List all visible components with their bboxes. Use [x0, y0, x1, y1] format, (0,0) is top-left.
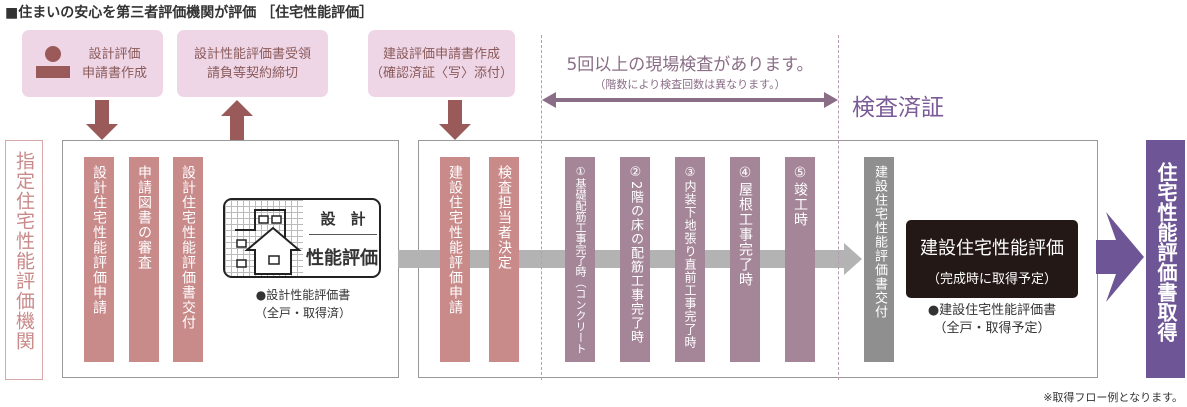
inspection-step: ⑤竣工時 [785, 157, 815, 362]
box-line1: 建設評価申請書作成 [382, 46, 500, 62]
inspection-note: 5回以上の現場検査があります。 [566, 55, 814, 75]
logo-top-text: 設 計 [309, 208, 377, 235]
caption-line1: ●建設住宅性能評価書 [927, 303, 1057, 318]
step-design-application-box: 設計評価申請書作成 [22, 30, 163, 97]
inspection-subnote: （階数により検査回数は異なります。） [594, 78, 786, 91]
caption-line2: （全戸・取得済） [254, 306, 351, 320]
down-arrow-icon [439, 100, 471, 140]
construction-step: 建設住宅性能評価申請 [440, 157, 470, 362]
design-step: 設計住宅性能評価書交付 [173, 157, 203, 362]
inspection-range-divider [541, 35, 542, 380]
issue-step: 建設住宅性能評価書交付 [864, 157, 894, 362]
step-construction-application-box: 建設評価申請書作成 （確認済証〈写〉添付） [368, 30, 515, 97]
certificate-label: 検査済証 [852, 95, 944, 121]
box-line2: （確認済証〈写〉添付） [369, 65, 513, 81]
box-line1: 設計評価 [88, 46, 141, 62]
box-line1: 設計性能評価書受領 [193, 46, 311, 62]
final-step: 住宅性能評価書取得 [1146, 140, 1185, 378]
box-line2: 請負等契約締切 [206, 65, 298, 81]
design-performance-logo: 設 計 性能評価 [223, 198, 381, 278]
inspection-step: ④屋根工事完了時 [730, 157, 760, 362]
design-step: 申請図書の審査 [129, 157, 159, 362]
page-title: ■住まいの安心を第三者評価機関が評価 ［住宅性能評価］ [5, 5, 374, 21]
inspection-step: ①基礎配筋工事完了時（コンクリート打設前） [544, 157, 595, 362]
double-arrow-icon [542, 92, 838, 108]
result-doc-caption: ●建設住宅性能評価書 （全戸・取得予定） [906, 302, 1078, 338]
up-arrow-icon [221, 100, 253, 140]
logo-bottom-text: 性能評価 [306, 248, 378, 269]
house-grid-icon [225, 200, 303, 276]
result-box: 建設住宅性能評価 （完成時に取得予定） [906, 220, 1078, 298]
footnote: ※取得フロー例となります。 [1043, 391, 1183, 404]
agency-label: 指定住宅性能評価機関 [5, 140, 43, 380]
box-line2: 申請書作成 [81, 65, 147, 81]
step-contract-box: 設計性能評価書受領請負等契約締切 [177, 30, 328, 97]
caption-line1: ●設計性能評価書 [255, 288, 351, 302]
inspection-step: ②2階の床の配筋工事完了時 [620, 157, 650, 362]
flow-arrowhead-icon [844, 243, 862, 275]
construction-step: 検査担当者決定 [489, 157, 519, 362]
result-title: 建設住宅性能評価 [920, 238, 1064, 259]
inspection-range-divider [838, 35, 839, 380]
design-doc-caption: ●設計性能評価書 （全戸・取得済） [218, 286, 388, 322]
inspection-step: ③内装下地張り直前工事完了時 [675, 157, 705, 362]
result-sub: （完成時に取得予定） [926, 272, 1057, 287]
person-icon [36, 46, 70, 82]
caption-line2: （全戸・取得予定） [933, 321, 1051, 336]
purple-arrow-icon [1096, 212, 1144, 302]
down-arrow-icon [86, 100, 118, 140]
design-step: 設計住宅性能評価申請 [84, 157, 114, 362]
